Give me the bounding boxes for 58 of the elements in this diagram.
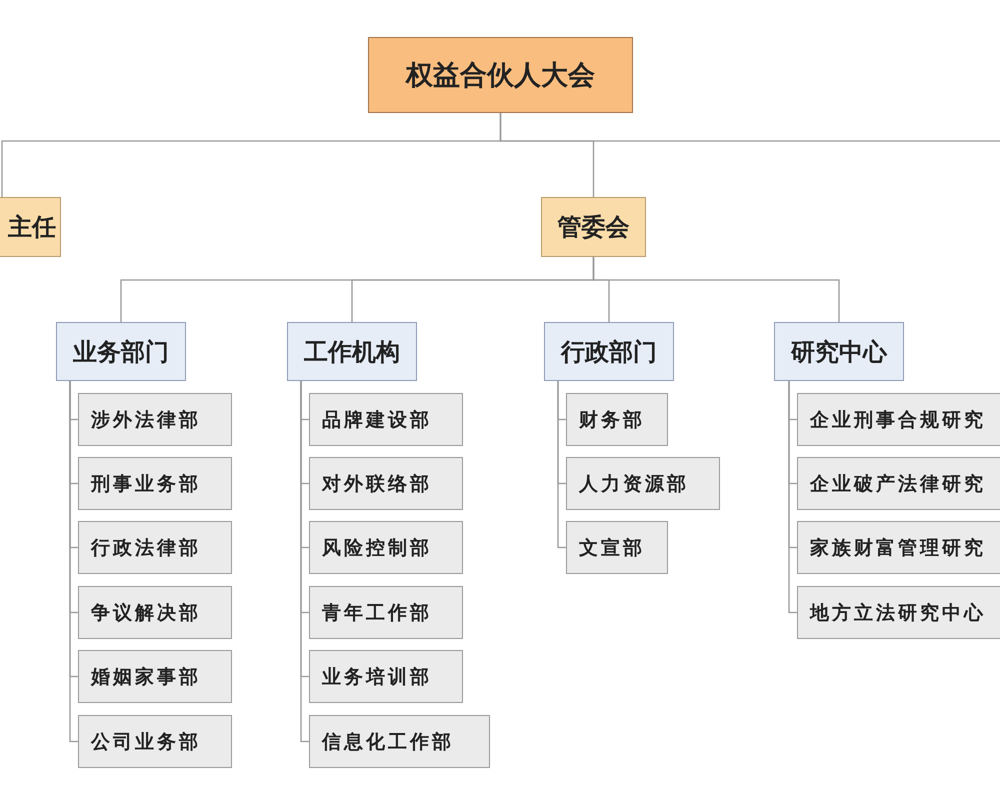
unit-box <box>309 650 463 703</box>
unit-box <box>797 393 1000 446</box>
node-label: 权益合伙人大会 <box>406 59 595 93</box>
node-label: 工作机构 <box>304 336 400 368</box>
node-label: 业务培训部 <box>322 664 432 690</box>
unit-box <box>78 650 232 703</box>
unit-box <box>566 457 720 510</box>
node-label: 文宣部 <box>579 536 645 560</box>
department-box <box>287 322 417 381</box>
department-box <box>544 322 674 381</box>
node-label: 品牌建设部 <box>322 408 432 432</box>
connector-line <box>500 113 1000 142</box>
unit-box <box>566 521 668 574</box>
root-box <box>368 37 633 113</box>
connector-line <box>592 257 840 322</box>
connector-line <box>300 381 309 742</box>
unit-box <box>78 521 232 574</box>
node-label: 地方立法研究中心 <box>810 600 986 626</box>
connector-line <box>557 381 566 548</box>
node-label: 人力资源部 <box>579 472 689 496</box>
node-label: 对外联络部 <box>322 472 432 496</box>
unit-box <box>309 393 463 446</box>
unit-box <box>78 457 232 510</box>
unit-box <box>797 457 1000 510</box>
node-label: 公司业务部 <box>91 730 201 754</box>
node-label: 婚姻家事部 <box>91 664 201 690</box>
node-label: 争议解决部 <box>91 600 201 626</box>
node-label: 业务部门 <box>73 336 169 368</box>
node-label: 风险控制部 <box>322 536 432 560</box>
node-label: 涉外法律部 <box>91 408 201 432</box>
unit-box <box>78 586 232 639</box>
unit-box <box>309 521 463 574</box>
department-box <box>56 322 186 381</box>
node-label: 管委会 <box>558 212 630 243</box>
node-label: 企业破产法律研究 <box>810 472 986 496</box>
node-label: 家族财富管理研究 <box>810 536 986 560</box>
node-label: 研究中心 <box>791 336 887 368</box>
connector-line <box>788 381 797 614</box>
unit-box <box>797 586 1000 639</box>
node-label: 行政法律部 <box>91 536 201 560</box>
unit-box <box>309 715 490 768</box>
unit-box <box>797 521 1000 574</box>
department-box <box>774 322 904 381</box>
committee-box <box>0 197 61 257</box>
node-label: 企业刑事合规研究 <box>810 408 986 432</box>
node-label: 财务部 <box>579 408 645 432</box>
node-label: 行政部门 <box>561 336 657 368</box>
unit-box <box>309 586 463 639</box>
unit-box <box>566 393 668 446</box>
node-label: 主任 <box>8 212 56 243</box>
unit-box <box>78 393 232 446</box>
unit-box <box>309 457 463 510</box>
node-label: 刑事业务部 <box>91 472 201 496</box>
committee-box <box>541 197 646 257</box>
connector-line <box>69 381 78 742</box>
node-label: 信息化工作部 <box>322 730 454 754</box>
node-label: 青年工作部 <box>322 600 432 626</box>
unit-box <box>78 715 232 768</box>
